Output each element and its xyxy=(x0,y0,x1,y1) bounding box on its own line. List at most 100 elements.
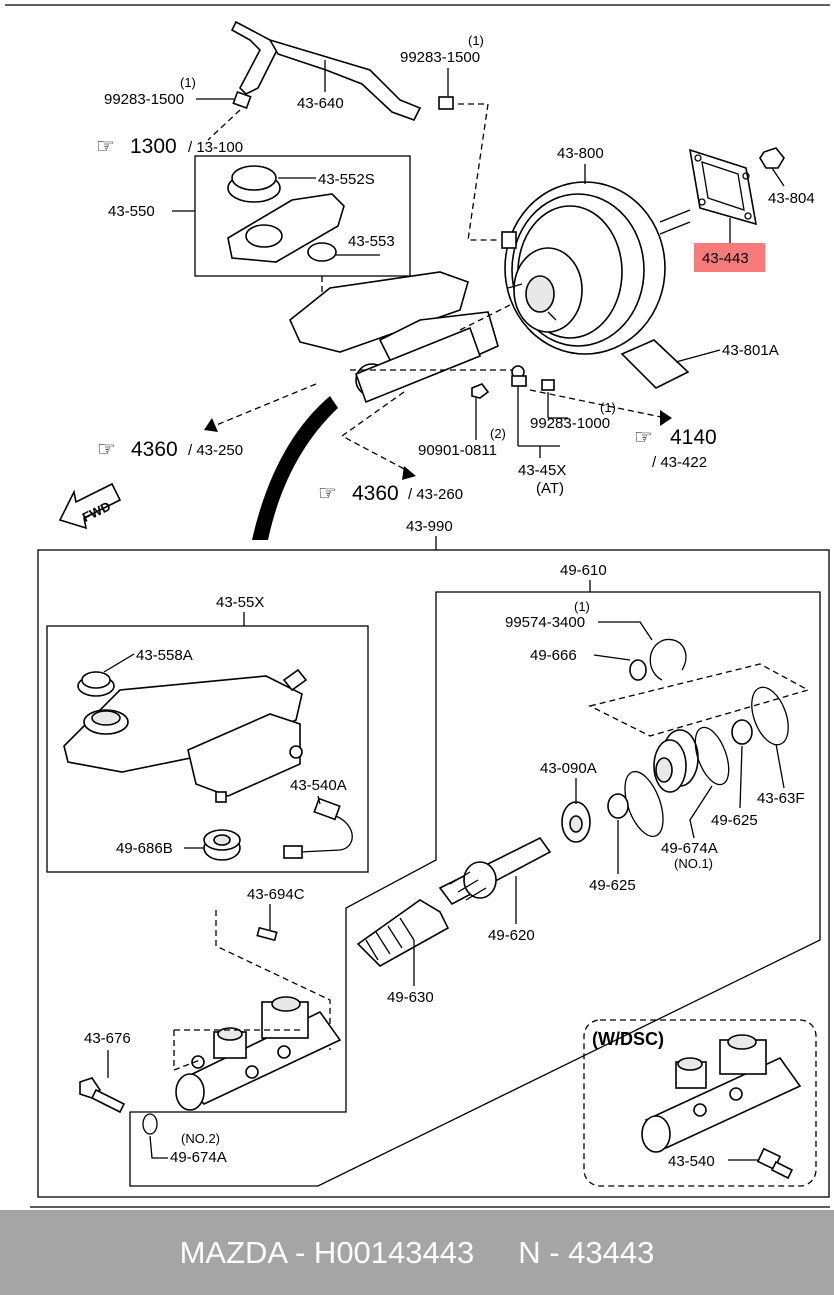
master-cylinder-assembly-icon xyxy=(289,271,499,404)
reservoir-assembly-icon xyxy=(63,668,308,803)
ref-4360-a-sub: / 43-250 xyxy=(188,442,243,459)
label-90901-0811-qty: (2) xyxy=(490,426,506,441)
primary-piston-icon xyxy=(438,836,552,906)
vacuum-hose-icon xyxy=(230,20,422,121)
label-49-674A-no1: 49-674A xyxy=(661,840,718,857)
label-49-674A-no2: 49-674A xyxy=(170,1149,227,1166)
brake-fitting-icon xyxy=(471,365,555,399)
label-43-553: 43-553 xyxy=(348,233,395,250)
label-43-558A: 43-558A xyxy=(136,647,193,664)
ref-pointer-4140[interactable]: ☞ 4140 / 43-422 xyxy=(634,426,717,471)
washer-49-666-icon xyxy=(629,659,647,681)
hand-icon-4140: ☞ xyxy=(634,426,653,449)
bolt-43-676-icon xyxy=(79,1077,126,1114)
label-49-620: 49-620 xyxy=(488,927,535,944)
piston-cup-icon xyxy=(561,801,591,843)
label-43-090A: 43-090A xyxy=(540,760,597,777)
label-wdsc: (W/DSC) xyxy=(592,1029,664,1049)
booster-nut-icon xyxy=(759,147,785,169)
label-43-694C: 43-694C xyxy=(247,886,305,903)
label-43-804: 43-804 xyxy=(768,190,815,207)
reservoir-box xyxy=(194,155,411,277)
ref-4360-b-number: 4360 xyxy=(352,482,399,505)
level-sensor-icon xyxy=(283,797,353,859)
ref-4140-sub: / 43-422 xyxy=(652,454,707,471)
ref-4360-b-sub: / 43-260 xyxy=(408,486,463,503)
insulator-pad-icon xyxy=(620,339,690,389)
master-cylinder-detail-box xyxy=(37,549,830,1198)
hand-icon-1300: ☞ xyxy=(96,135,115,158)
label-49-625-b: 49-625 xyxy=(589,877,636,894)
ref-1300-number: 1300 xyxy=(130,135,177,158)
reservoir-cap-icon xyxy=(227,165,281,203)
label-99283-1500-right-qty: (1) xyxy=(468,33,484,48)
reservoir-kit-box xyxy=(46,625,369,873)
ref-4140-number: 4140 xyxy=(670,426,717,449)
label-43-640: 43-640 xyxy=(297,95,344,112)
booster-stud-icon xyxy=(501,231,517,249)
label-43-801A: 43-801A xyxy=(722,342,779,359)
label-99283-1000: 99283-1000 xyxy=(530,415,610,432)
o-ring-no2-icon xyxy=(142,1113,158,1135)
label-49-630: 49-630 xyxy=(387,989,434,1006)
label-43-540A: 43-540A xyxy=(290,777,347,794)
return-spring-icon xyxy=(356,899,450,967)
label-43-443: 43-443 xyxy=(702,250,749,267)
label-90901-0811: 90901-0811 xyxy=(418,442,497,459)
label-49-625-a: 49-625 xyxy=(711,812,758,829)
ref-pointer-4360-b[interactable]: ☞ 4360 / 43-260 xyxy=(318,482,463,505)
booster-gasket-icon xyxy=(688,148,758,226)
label-49-666: 49-666 xyxy=(530,647,577,664)
label-99283-1500-right: 99283-1500 xyxy=(400,49,480,66)
label-49-686B: 49-686B xyxy=(116,840,173,857)
label-43-800: 43-800 xyxy=(557,145,604,162)
label-43-45X: 43-45X xyxy=(518,462,566,479)
reservoir-seal-icon xyxy=(203,829,241,861)
piston-seal-icon xyxy=(607,719,753,819)
part-number-footer: MAZDA - H00143443 N - 43443 xyxy=(0,1210,834,1295)
label-43-63F: 43-63F xyxy=(757,790,805,807)
reservoir-tank-icon xyxy=(227,193,345,263)
label-43-45X-note: (AT) xyxy=(536,480,564,497)
fwd-arrow-icon: FWD xyxy=(58,482,122,530)
label-99574-3400-qty: (1) xyxy=(574,599,590,614)
o-ring-large-icon xyxy=(624,686,789,838)
hand-icon-4360-b: ☞ xyxy=(318,482,337,505)
label-49-674A-no2-note: (NO.2) xyxy=(181,1131,220,1146)
hose-clamp-right-icon xyxy=(438,96,454,110)
label-43-676: 43-676 xyxy=(84,1030,131,1047)
ref-pointer-1300[interactable]: ☞ 1300 / 13-100 xyxy=(96,135,243,158)
oem-part-number: N - 43443 xyxy=(518,1234,655,1270)
ref-1300-sub: / 13-100 xyxy=(188,139,243,156)
label-43-550: 43-550 xyxy=(108,203,155,220)
exploded-view-arrow xyxy=(252,396,338,540)
ref-pointer-4360-a[interactable]: ☞ 4360 / 43-250 xyxy=(97,438,243,461)
label-43-55X: 43-55X xyxy=(216,594,264,611)
brake-booster-icon xyxy=(504,181,691,355)
snap-ring-icon xyxy=(649,638,687,681)
hand-icon-4360-a: ☞ xyxy=(97,438,116,461)
label-99283-1500-left-qty: (1) xyxy=(180,75,196,90)
label-43-552S: 43-552S xyxy=(318,171,375,188)
label-99574-3400: 99574-3400 xyxy=(505,614,585,631)
master-cylinder-dsc-icon xyxy=(641,1034,802,1153)
label-43-540: 43-540 xyxy=(668,1153,715,1170)
wdsc-variant-box xyxy=(583,1019,817,1187)
reservoir-grommet-icon xyxy=(77,671,115,697)
ref-4360-a-number: 4360 xyxy=(131,438,178,461)
hose-clamp-left-icon xyxy=(232,90,252,110)
label-99283-1500-left: 99283-1500 xyxy=(104,91,184,108)
brand-part-number: MAZDA - H00143443 xyxy=(179,1234,475,1270)
highlight-box xyxy=(694,243,765,272)
secondary-piston-icon xyxy=(653,729,699,793)
piston-kit-box xyxy=(129,591,821,1187)
label-49-674A-no1-note: (NO.1) xyxy=(674,856,713,871)
parts-diagram: (1) 99283-1500 43-640 (1) 99283-1500 ☞ 1… xyxy=(5,4,830,1208)
master-cylinder-body-icon xyxy=(175,996,342,1111)
label-49-610: 49-610 xyxy=(560,562,607,579)
label-43-990: 43-990 xyxy=(406,518,453,535)
pressure-sensor-icon xyxy=(756,1147,794,1180)
gasket-part-43-443-highlight[interactable]: 43-443 xyxy=(694,243,765,272)
label-99283-1000-qty: (1) xyxy=(600,400,616,415)
stopper-screw-icon xyxy=(256,926,278,942)
